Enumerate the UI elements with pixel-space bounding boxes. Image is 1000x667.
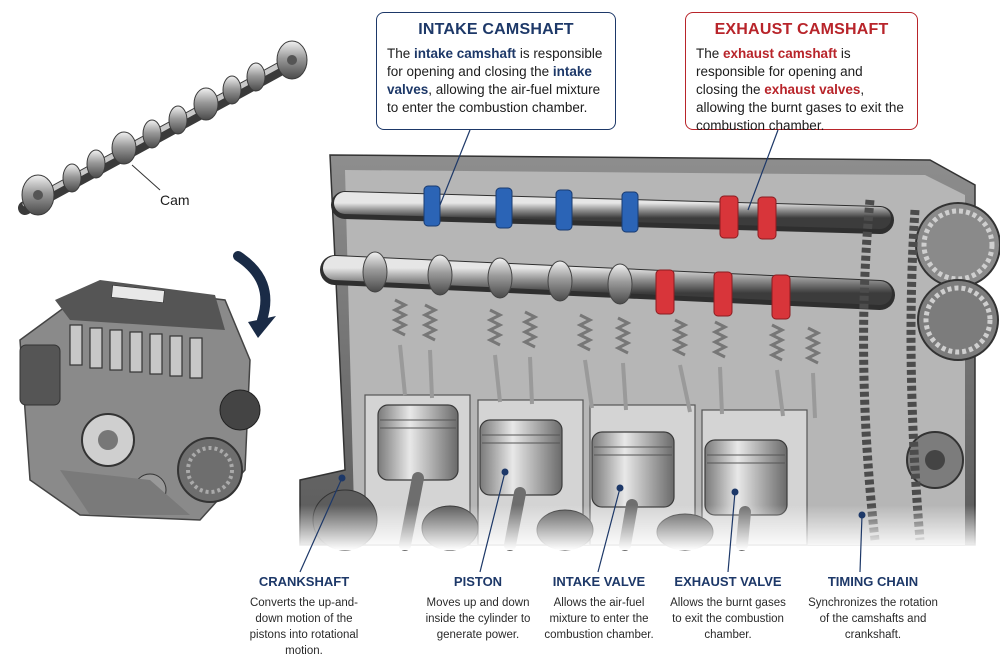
exhaust-valve-label: EXHAUST VALVE Allows the burnt gases to … <box>668 574 788 643</box>
piston-label: PISTON Moves up and down inside the cyli… <box>416 574 540 643</box>
crankshaft-description: Converts the up-and-down motion of the p… <box>249 597 359 657</box>
cutaway-engine <box>290 154 1000 551</box>
timing-chain-title: TIMING CHAIN <box>827 574 919 589</box>
arrow-icon <box>233 251 271 325</box>
intake-valve-label: INTAKE VALVE Allows the air-fuel mixture… <box>540 574 658 643</box>
exhaust-camshaft-title: EXHAUST CAMSHAFT <box>714 21 889 38</box>
exhaust-valve-description: Allows the burnt gases to exit the combu… <box>670 597 786 641</box>
crankshaft-label: CRANKSHAFT Converts the up-and-down moti… <box>240 574 368 659</box>
timing-chain-label: TIMING CHAIN Synchronizes the rotation o… <box>806 574 940 643</box>
standalone-camshaft <box>18 40 308 216</box>
cam-label: Cam <box>160 192 190 208</box>
intake-camshaft-title: INTAKE CAMSHAFT <box>418 21 574 38</box>
piston-description: Moves up and down inside the cylinder to… <box>425 597 531 641</box>
intake-camshaft-callout: INTAKE CAMSHAFT The intake camshaft is r… <box>376 12 616 130</box>
exhaust-camshaft-description: The exhaust camshaft is responsible for … <box>696 46 904 133</box>
intake-valve-title: INTAKE VALVE <box>552 574 646 589</box>
intake-valve-description: Allows the air-fuel mixture to enter the… <box>544 597 654 641</box>
exhaust-camshaft-callout: EXHAUST CAMSHAFT The exhaust camshaft is… <box>685 12 918 133</box>
piston-title: PISTON <box>453 574 503 589</box>
timing-chain-description: Synchronizes the rotation of the camshaf… <box>808 597 938 641</box>
leader-lines <box>299 129 863 573</box>
cam-leader-line <box>131 164 161 191</box>
arrow-head-icon <box>248 316 276 338</box>
exhaust-valve-title: EXHAUST VALVE <box>674 574 782 589</box>
crankshaft-title: CRANKSHAFT <box>258 574 350 589</box>
small-engine-illustration <box>19 280 261 521</box>
intake-camshaft-description: The intake camshaft is responsible for o… <box>387 46 603 115</box>
